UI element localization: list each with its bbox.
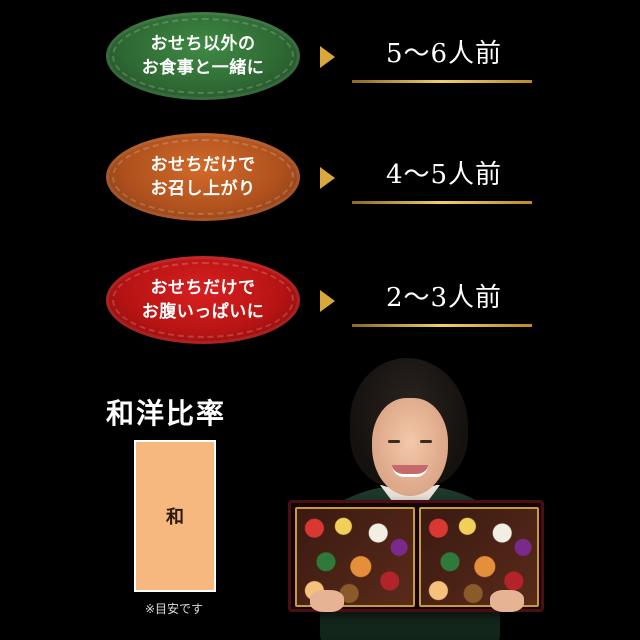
triangle-arrow-icon bbox=[320, 290, 335, 312]
ratio-label-japanese: 和 bbox=[166, 507, 184, 528]
serving-oval-2: おせちだけで お召し上がり bbox=[106, 133, 300, 221]
oval-text-line2: お食事と一緒に bbox=[141, 58, 265, 78]
oval-text-line1: おせちだけで bbox=[150, 278, 256, 298]
serving-row-1: おせち以外の お食事と一緒に 5〜6人前 bbox=[0, 12, 640, 104]
oval-text-line2: お召し上がり bbox=[150, 179, 256, 199]
serving-oval-1: おせち以外の お食事と一緒に bbox=[106, 12, 300, 100]
serving-oval-3: おせちだけで お腹いっぱいに bbox=[106, 256, 300, 344]
face bbox=[372, 398, 448, 496]
triangle-arrow-icon bbox=[320, 46, 335, 68]
woman-holding-osechi-photo bbox=[280, 350, 560, 640]
serving-amount: 4〜5人前 bbox=[385, 160, 503, 190]
triangle-arrow-icon bbox=[320, 167, 335, 189]
ratio-title: 和洋比率 bbox=[106, 397, 227, 430]
serving-row-2: おせちだけで お召し上がり 4〜5人前 bbox=[0, 133, 640, 225]
ratio-note: ※目安です bbox=[144, 602, 204, 616]
right-hand bbox=[490, 590, 524, 612]
ratio-box-japanese: 和 bbox=[134, 440, 216, 592]
serving-amount: 2〜3人前 bbox=[385, 283, 503, 313]
serving-row-3: おせちだけで お腹いっぱいに 2〜3人前 bbox=[0, 256, 640, 348]
serving-amount: 5〜6人前 bbox=[385, 39, 503, 69]
gold-underline bbox=[352, 80, 532, 83]
smile bbox=[392, 465, 428, 477]
oval-text-line1: おせちだけで bbox=[150, 155, 256, 175]
gold-underline bbox=[352, 324, 532, 327]
osechi-tray-right bbox=[419, 507, 539, 607]
oval-text-line2: お腹いっぱいに bbox=[141, 302, 265, 322]
left-eye bbox=[388, 440, 400, 443]
left-hand bbox=[310, 590, 344, 612]
oval-text-line1: おせち以外の bbox=[150, 34, 256, 54]
right-eye bbox=[420, 440, 432, 443]
osechi-tray-left bbox=[295, 507, 415, 607]
gold-underline bbox=[352, 201, 532, 204]
